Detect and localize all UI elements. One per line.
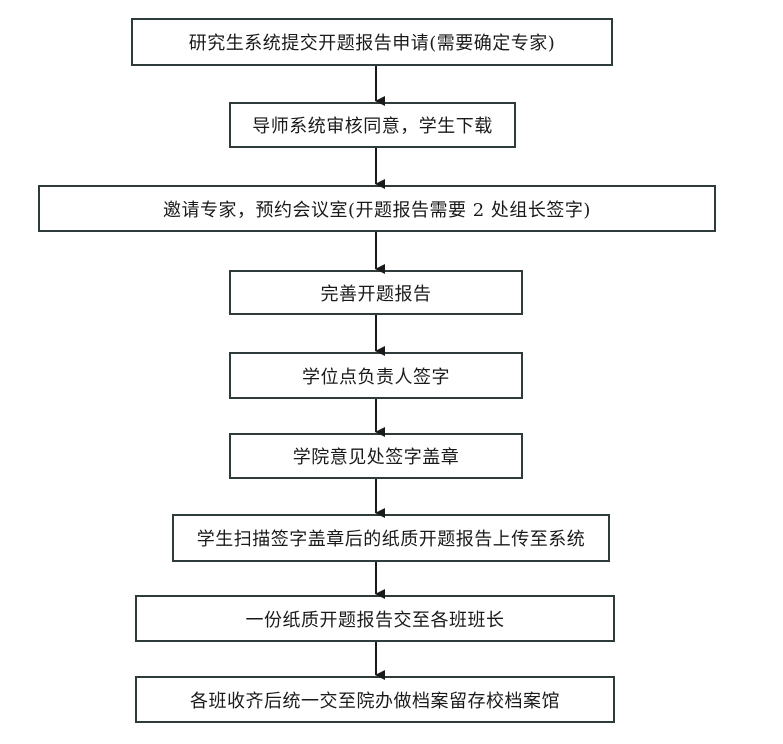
step-5-program-head-sign: 学位点负责人签字 — [229, 352, 523, 399]
step-8-submit-to-monitor: 一份纸质开题报告交至各班班长 — [135, 595, 615, 642]
step-2-advisor-approval: 导师系统审核同意，学生下载 — [229, 102, 516, 148]
step-1-submit-proposal: 研究生系统提交开题报告申请(需要确定专家) — [131, 18, 613, 66]
step-9-archive: 各班收齐后统一交至院办做档案留存校档案馆 — [135, 676, 615, 723]
step-3-invite-experts: 邀请专家，预约会议室(开题报告需要 2 处组长签字) — [38, 185, 716, 232]
step-7-scan-upload: 学生扫描签字盖章后的纸质开题报告上传至系统 — [172, 514, 610, 562]
step-6-college-seal: 学院意见处签字盖章 — [229, 433, 523, 479]
